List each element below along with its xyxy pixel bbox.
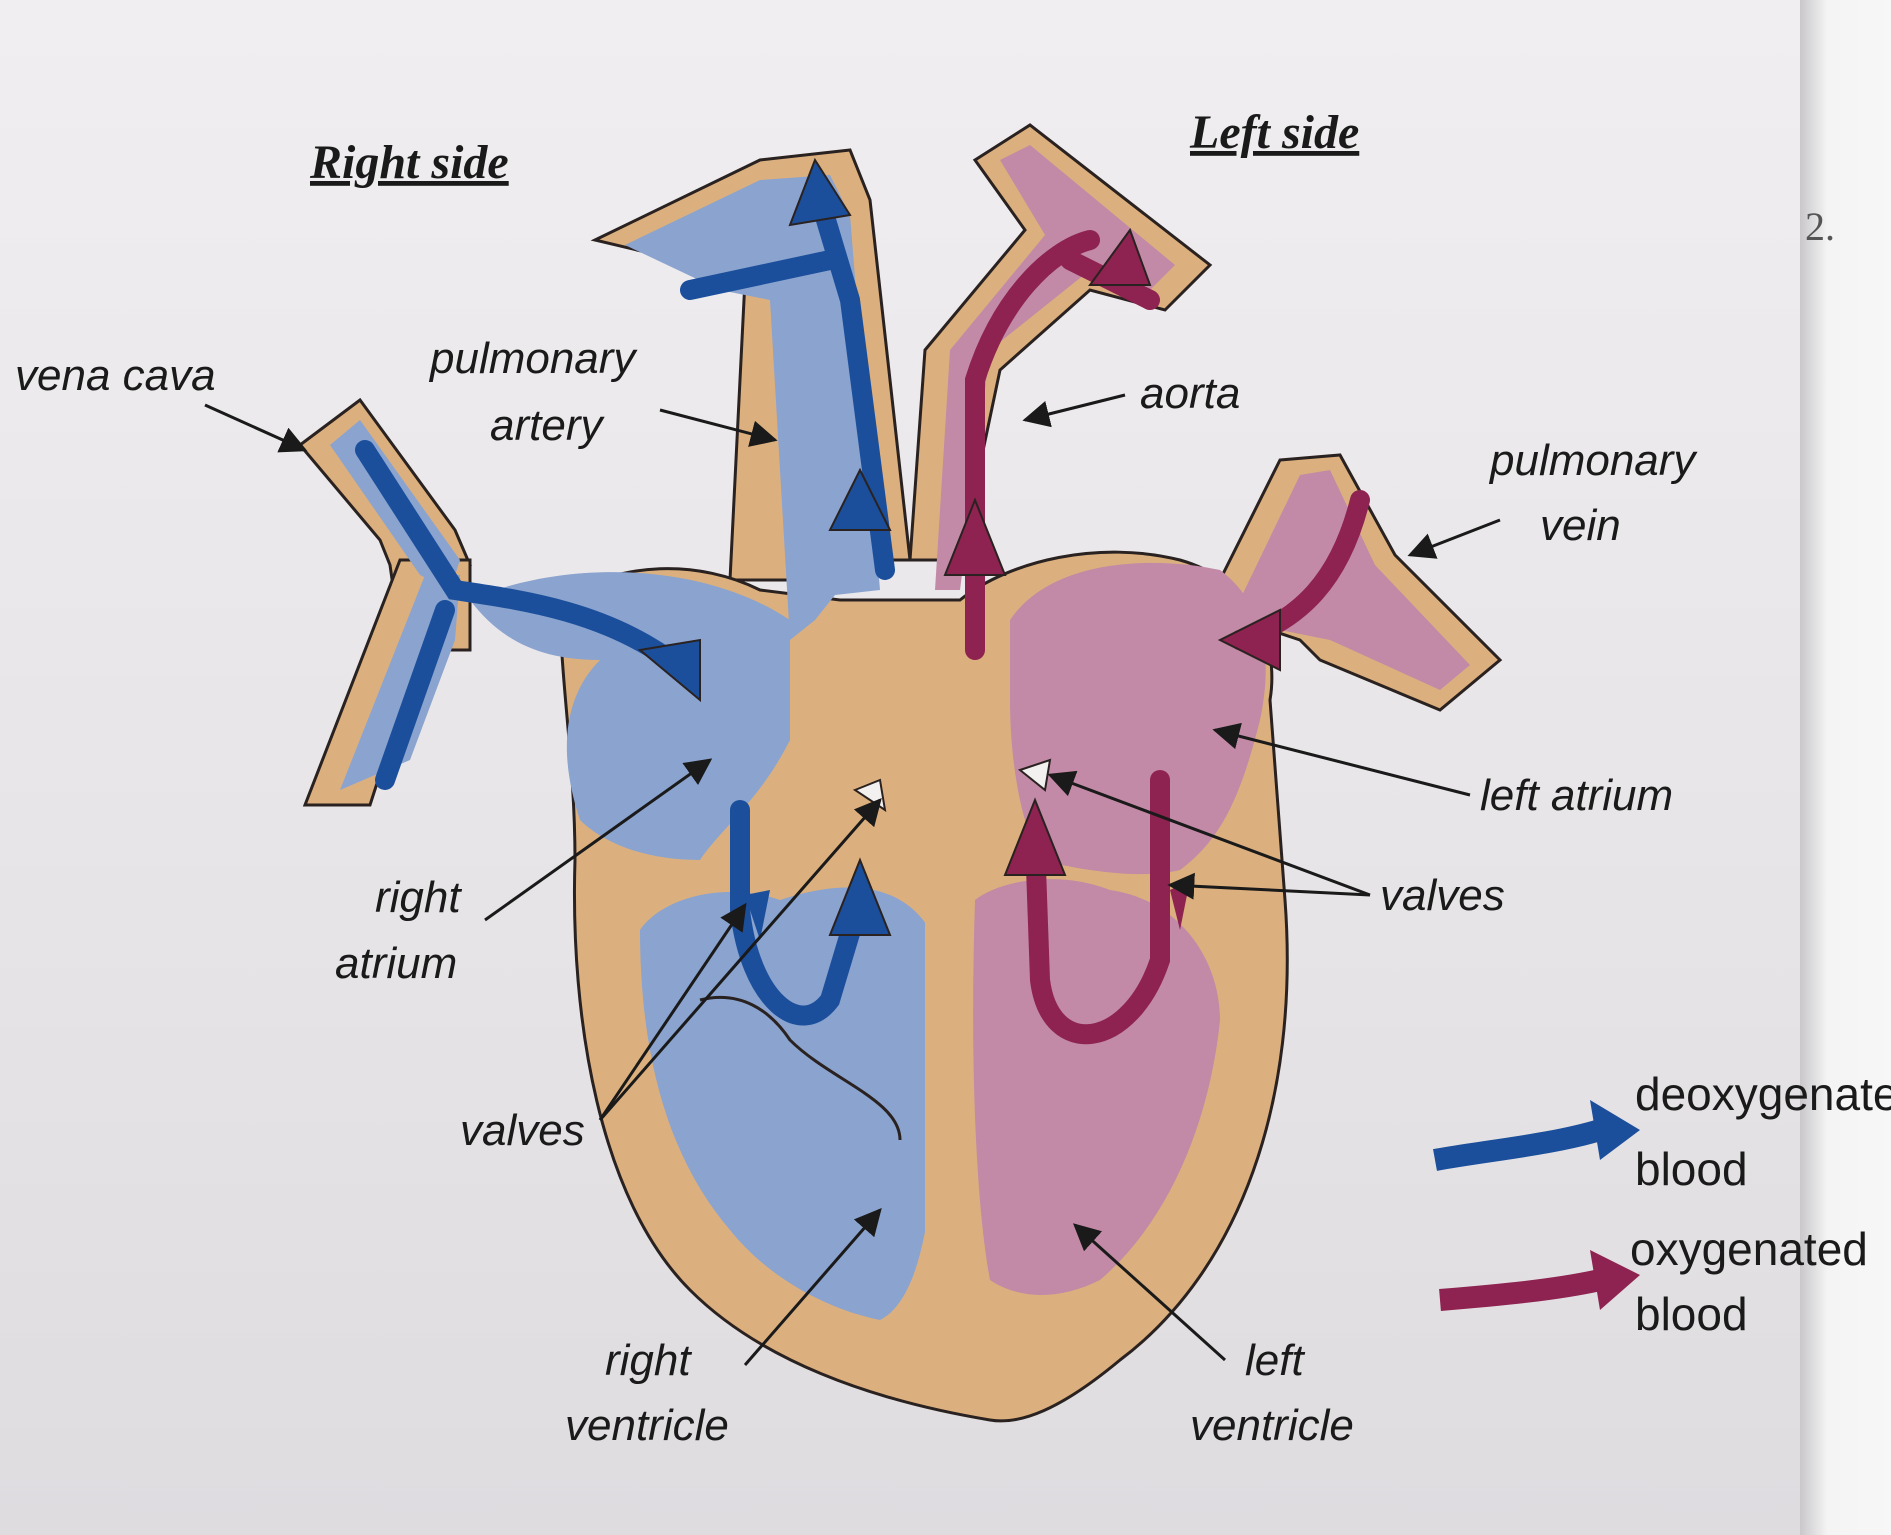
aorta-flow-arrow <box>965 230 1100 660</box>
deoxygenated-key-line1: deoxygenate <box>1635 1068 1891 1120</box>
leader-lines <box>204 393 1501 1366</box>
right-ventricle-leader <box>743 1207 882 1366</box>
deoxygenated-arrowheads <box>637 157 892 936</box>
valves-right-label: valves <box>460 1106 585 1155</box>
pulmonary-artery-flow-arrow <box>810 190 895 580</box>
deoxygenated-key-line2: blood <box>1635 1143 1748 1195</box>
oxygenated-arrowheads <box>943 227 1281 876</box>
aorta-label: aorta <box>1140 369 1240 418</box>
pulmonary-vein-leader <box>1407 518 1501 559</box>
left-ventricle-leader <box>1072 1223 1227 1362</box>
right-av-valve <box>745 890 770 940</box>
next-page-edge <box>1800 0 1891 1535</box>
right-atrium-leader <box>484 758 713 922</box>
left-atrium-label: left atrium <box>1480 771 1673 820</box>
deoxygenated-key-arrow <box>1433 1100 1640 1171</box>
pulmonary-mid-arrowhead <box>828 467 892 531</box>
pulmonary-branch-flow-arrow <box>680 250 840 300</box>
left-ventricle-label-line1: left <box>1245 1336 1305 1385</box>
vena-cava-label: vena cava <box>15 351 216 400</box>
right-ventricle-arrowhead <box>828 857 892 936</box>
left-atrium-arrowhead <box>1217 608 1281 672</box>
vena-cava-lower-flow-arrow <box>375 600 455 790</box>
right-ventricle-label-line1: right <box>605 1336 692 1385</box>
pulmonary-vein-label-line1: pulmonary <box>1488 436 1698 485</box>
valves-right-leader-2 <box>598 797 882 1121</box>
vena-cava-leader <box>204 403 308 453</box>
vena-cava-flow-arrow <box>355 440 680 670</box>
right-atrium-label-line2: atrium <box>335 939 457 988</box>
right-side-heading: Right side <box>309 136 509 189</box>
left-atrium-leader <box>1212 722 1471 797</box>
pulmonary-artery-arrowhead <box>788 157 852 227</box>
aorta-arrowhead <box>1088 227 1152 286</box>
oxygenated-key-line1: oxygenated <box>1630 1223 1868 1275</box>
pulmonary-vein-label-line2: vein <box>1540 501 1621 550</box>
right-ventricle-label-line2: ventricle <box>565 1401 729 1450</box>
pulmonary-artery-label-line2: artery <box>490 401 605 450</box>
pulmonary-artery-leader <box>659 408 778 447</box>
valves-left-leader-1 <box>1047 770 1371 897</box>
aorta-leader <box>1022 393 1126 428</box>
left-ventricle-arrowhead <box>1003 797 1067 876</box>
pulmonary-artery-label-line1: pulmonary <box>428 334 638 383</box>
valves-right-leader-1 <box>598 902 747 1121</box>
page-number: 2. <box>1805 204 1835 249</box>
legend: deoxygenate blood oxygenated blood <box>1433 1068 1891 1340</box>
oxygenated-key-arrow <box>1439 1250 1640 1311</box>
right-atrium-arrowhead <box>637 638 701 703</box>
left-atrium-flow-arrow <box>1025 770 1170 1045</box>
aorta-lower-arrowhead <box>943 497 1007 576</box>
left-side-heading: Left side <box>1189 106 1359 159</box>
valves-left-label: valves <box>1380 871 1505 920</box>
right-atrium-label-line1: right <box>375 873 462 922</box>
valves-left-leader-2 <box>1167 872 1371 900</box>
oxygenated-key-line2: blood <box>1635 1288 1748 1340</box>
left-ventricle-label-line2: ventricle <box>1190 1401 1354 1450</box>
